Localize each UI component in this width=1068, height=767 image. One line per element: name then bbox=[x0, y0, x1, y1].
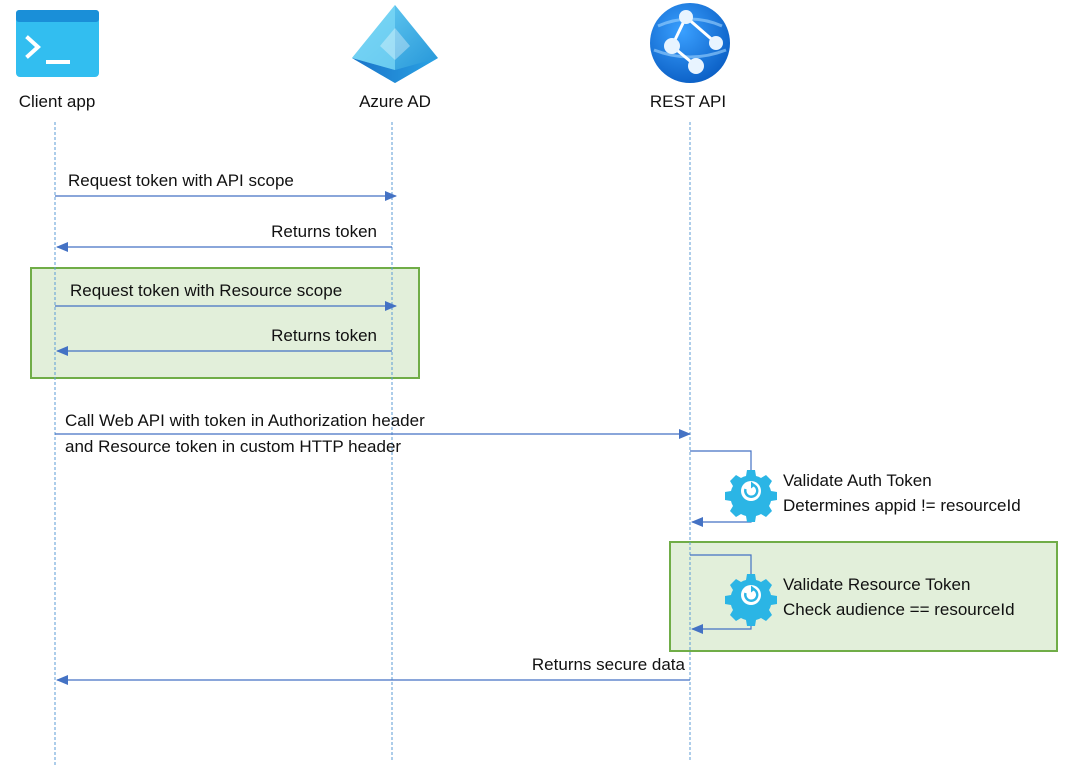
returns-token-label: Returns token bbox=[271, 222, 377, 241]
request-resource-token-label: Request token with Resource scope bbox=[70, 281, 342, 300]
returns-resource-token-label: Returns token bbox=[271, 326, 377, 345]
call-web-api-label-line2: and Resource token in custom HTTP header bbox=[65, 437, 401, 456]
azure-ad-pyramid-icon bbox=[352, 5, 438, 83]
azure-ad-label: Azure AD bbox=[359, 92, 431, 111]
validate-auth-title: Validate Auth Token bbox=[783, 471, 932, 490]
app-service-globe-icon bbox=[650, 3, 730, 83]
gear-refresh-icon bbox=[723, 468, 779, 524]
returns-secure-data-label: Returns secure data bbox=[532, 655, 686, 674]
rest-api-label: REST API bbox=[650, 92, 726, 111]
resource-token-highlight-box bbox=[30, 267, 420, 379]
validate-resource-detail: Check audience == resourceId bbox=[783, 600, 1015, 619]
terminal-window-icon bbox=[16, 10, 99, 77]
validate-auth-detail: Determines appid != resourceId bbox=[783, 496, 1021, 515]
call-web-api-label-line1: Call Web API with token in Authorization… bbox=[65, 411, 425, 430]
request-api-token-label: Request token with API scope bbox=[68, 171, 294, 190]
validate-resource-title: Validate Resource Token bbox=[783, 575, 970, 594]
client-app-label: Client app bbox=[19, 92, 96, 111]
